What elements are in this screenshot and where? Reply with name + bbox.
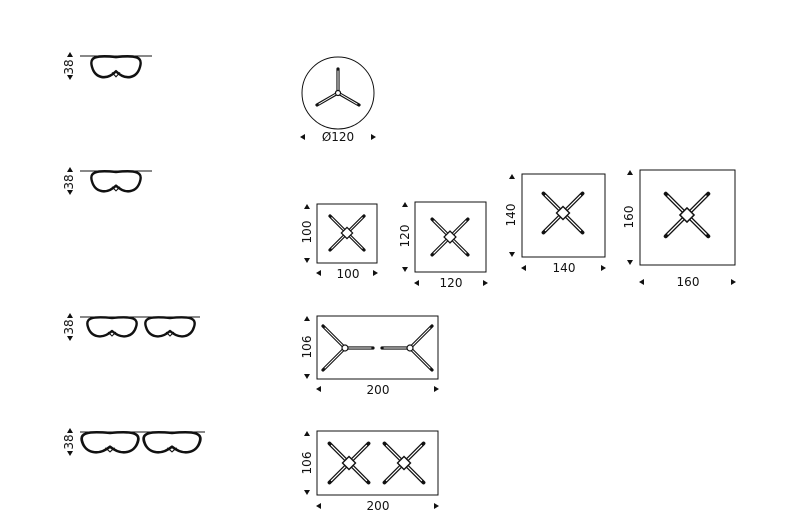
arrow-down-icon [67,75,73,80]
arrow-right-icon [371,134,376,140]
rect-tripod-width-label: 200 [367,383,390,397]
arrow-down-icon [67,451,73,456]
arrow-down-icon [67,190,73,195]
arrow-left-icon [316,270,321,276]
arrow-right-icon [601,265,606,271]
square-100-width-label: 100 [337,267,360,281]
side-view-row4: 38 [62,428,205,456]
arrow-left-icon [521,265,526,271]
arrow-right-icon [434,386,439,392]
arrow-right-icon [483,280,488,286]
arrow-right-icon [373,270,378,276]
arrow-down-icon [509,252,515,257]
arrow-up-icon [67,428,73,433]
side-view-row3: 38 [62,313,200,341]
side-view-row1: 38 [62,52,152,80]
arrow-up-icon [67,167,73,172]
arrow-down-icon [627,260,633,265]
side-height-label-4: 38 [62,434,76,449]
arrow-down-icon [67,336,73,341]
side-height-label-3: 38 [62,319,76,334]
arrow-left-icon [316,386,321,392]
rect-cross-depth-label: 106 [300,452,314,475]
side-view-row2: 38 [62,167,152,195]
square-table-140: 140 140 [504,173,606,275]
arrow-up-icon [304,316,310,321]
arrow-down-icon [304,258,310,263]
arrow-up-icon [67,52,73,57]
square-160-width-label: 160 [677,275,700,289]
square-140-depth-label: 140 [504,204,518,227]
square-160-depth-label: 160 [622,206,636,229]
square-140-width-label: 140 [553,261,576,275]
square-table-160: 160 160 [622,169,736,289]
arrow-left-icon [639,279,644,285]
arrow-left-icon [300,134,305,140]
side-height-label-1: 38 [62,59,76,74]
rect-tripod-depth-label: 106 [300,336,314,359]
arrow-right-icon [731,279,736,285]
square-120-depth-label: 120 [398,225,412,248]
arrow-left-icon [414,280,419,286]
arrow-up-icon [509,174,515,179]
arrow-up-icon [402,202,408,207]
rect-cross-width-label: 200 [367,499,390,513]
square-table-100: 100 100 [300,203,378,281]
arrow-up-icon [627,170,633,175]
arrow-down-icon [402,267,408,272]
arrow-up-icon [67,313,73,318]
round-table-plan: Ø120 [300,56,376,144]
arrow-up-icon [304,204,310,209]
arrow-up-icon [304,431,310,436]
square-100-depth-label: 100 [300,221,314,244]
round-diameter-label: Ø120 [322,130,354,144]
rect-table-tripod: 106 200 [300,315,439,397]
arrow-down-icon [304,490,310,495]
arrow-right-icon [434,503,439,509]
arrow-left-icon [316,503,321,509]
square-120-width-label: 120 [440,276,463,290]
rect-table-cross: 106 200 [300,430,439,513]
square-table-120: 120 120 [398,201,488,290]
side-height-label-2: 38 [62,174,76,189]
arrow-down-icon [304,374,310,379]
